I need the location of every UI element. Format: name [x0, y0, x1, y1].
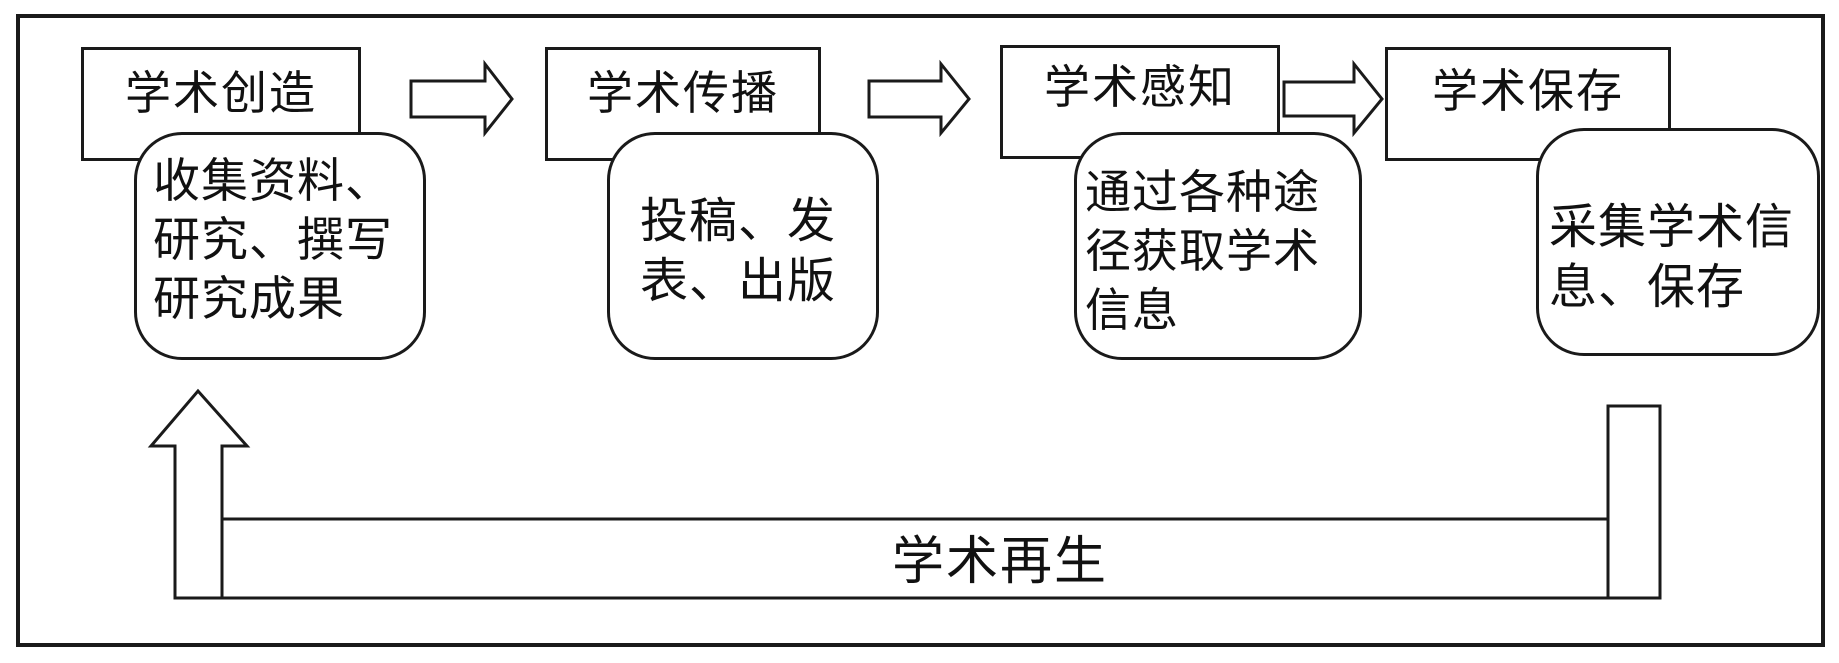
arrow-creation-to-dissemination — [409, 59, 514, 138]
stage-perception-description-text: 通过各种途径获取学术信息 — [1085, 165, 1320, 337]
arrow-perception-to-preservation — [1282, 59, 1384, 138]
stage-creation-description-text: 收集资料、研究、撰写研究成果 — [153, 154, 393, 327]
stage-dissemination-description-text: 投稿、发表、出版 — [640, 193, 837, 309]
stage-preservation-description: 采集学术信息、保存 — [1536, 128, 1820, 356]
loop-up-arrow — [147, 388, 251, 600]
stage-preservation-description-text: 采集学术信息、保存 — [1549, 199, 1795, 315]
loop-right-bar — [1606, 404, 1662, 600]
cycle-label: 学术再生 — [891, 532, 1108, 592]
arrow-dissemination-to-perception — [867, 59, 971, 138]
stage-dissemination-description: 投稿、发表、出版 — [607, 132, 879, 360]
stage-creation-description: 收集资料、研究、撰写研究成果 — [134, 132, 426, 360]
stage-perception-title: 学术感知 — [1000, 45, 1280, 159]
diagram-frame — [16, 14, 1825, 647]
stage-perception-description: 通过各种途径获取学术信息 — [1074, 132, 1362, 360]
loop-bottom-band — [220, 517, 1610, 600]
